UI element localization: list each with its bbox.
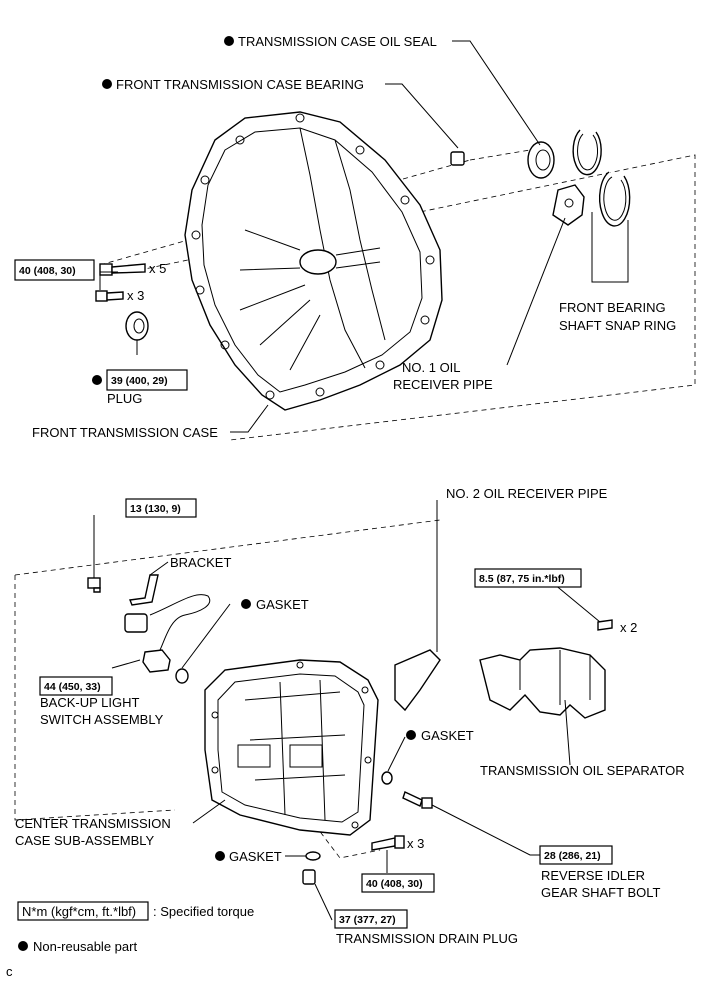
front-case-bearing	[450, 151, 465, 166]
torque-39: 39 (400, 29)	[111, 375, 168, 387]
front-bearing-snap-rings	[572, 129, 631, 227]
label-legend-torque: : Specified torque	[153, 904, 254, 919]
legend-torque-box	[17, 901, 149, 921]
label-separator: TRANSMISSION OIL SEPARATOR	[480, 763, 685, 778]
label-x3-bottom: x 3	[407, 836, 424, 851]
label-center-case-line1: CENTER TRANSMISSION	[15, 816, 171, 831]
torque-40-bottom: 40 (408, 30)	[366, 878, 423, 890]
no2-oil-receiver-pipe	[394, 649, 441, 712]
label-idler-line1: REVERSE IDLER	[541, 868, 645, 883]
torque-box-85	[474, 568, 582, 588]
torque-40-top: 40 (408, 30)	[19, 265, 76, 277]
plug	[125, 311, 149, 341]
backup-light-switch	[124, 594, 211, 673]
case-oil-seal	[527, 141, 555, 179]
bracket-bolt	[87, 577, 101, 593]
label-x5: x 5	[149, 261, 166, 276]
bolt-set-bottom	[371, 619, 613, 851]
label-backup-line2: SWITCH ASSEMBLY	[40, 712, 164, 727]
non-reusable-markers	[18, 36, 416, 951]
torque-box-40-bottom	[361, 873, 435, 893]
torque-85: 8.5 (87, 75 in.*lbf)	[479, 573, 565, 585]
bracket	[129, 574, 159, 606]
assembly-plane-bottom	[14, 519, 441, 859]
torque-box-13	[125, 498, 197, 518]
torque-box-44	[39, 676, 113, 696]
label-gasket-3: GASKET	[229, 849, 282, 864]
leaders-top	[99, 40, 629, 433]
torque-box-39	[106, 369, 188, 391]
label-center-case-line2: CASE SUB-ASSEMBLY	[15, 833, 155, 848]
gasket-ring-1	[175, 668, 189, 684]
center-transmission-case	[204, 659, 379, 836]
torque-box-37	[334, 909, 408, 929]
label-idler-line2: GEAR SHAFT BOLT	[541, 885, 660, 900]
torque-44: 44 (450, 33)	[44, 681, 101, 693]
reverse-idler-bolt	[402, 791, 433, 809]
bolt-set-top	[95, 263, 146, 302]
label-x2: x 2	[620, 620, 637, 635]
transmission-oil-separator	[479, 647, 606, 719]
label-snap-ring-line2: SHAFT SNAP RING	[559, 318, 676, 333]
torque-37: 37 (377, 27)	[339, 914, 396, 926]
no1-oil-receiver-pipe	[552, 184, 585, 226]
label-case-oil-seal: TRANSMISSION CASE OIL SEAL	[238, 34, 437, 49]
label-x3-top: x 3	[127, 288, 144, 303]
torque-28: 28 (286, 21)	[544, 850, 601, 862]
label-drain-plug: TRANSMISSION DRAIN PLUG	[336, 931, 518, 946]
label-front-case-bearing: FRONT TRANSMISSION CASE BEARING	[116, 77, 364, 92]
label-gasket-1: GASKET	[256, 597, 309, 612]
label-bracket: BRACKET	[170, 555, 231, 570]
legend-torque-units: N*m (kgf*cm, ft.*lbf)	[22, 904, 136, 919]
label-no2-pipe: NO. 2 OIL RECEIVER PIPE	[446, 486, 608, 501]
front-transmission-case	[184, 111, 443, 411]
corner-code: c	[6, 964, 13, 979]
label-front-case: FRONT TRANSMISSION CASE	[32, 425, 218, 440]
label-plug: PLUG	[107, 391, 142, 406]
label-gasket-2: GASKET	[421, 728, 474, 743]
label-snap-ring-line1: FRONT BEARING	[559, 300, 666, 315]
gasket-ring-2	[381, 771, 393, 785]
label-legend-nonreusable: Non-reusable part	[33, 939, 137, 954]
torque-box-28	[539, 845, 613, 865]
torque-box-40-top	[14, 259, 95, 281]
torque-13: 13 (130, 9)	[130, 503, 181, 515]
drain-plug	[302, 869, 316, 885]
label-backup-line1: BACK-UP LIGHT	[40, 695, 140, 710]
gasket-ring-3	[305, 851, 321, 861]
label-oil-pipe-line1: NO. 1 OIL	[402, 360, 461, 375]
label-oil-pipe-line2: RECEIVER PIPE	[393, 377, 493, 392]
